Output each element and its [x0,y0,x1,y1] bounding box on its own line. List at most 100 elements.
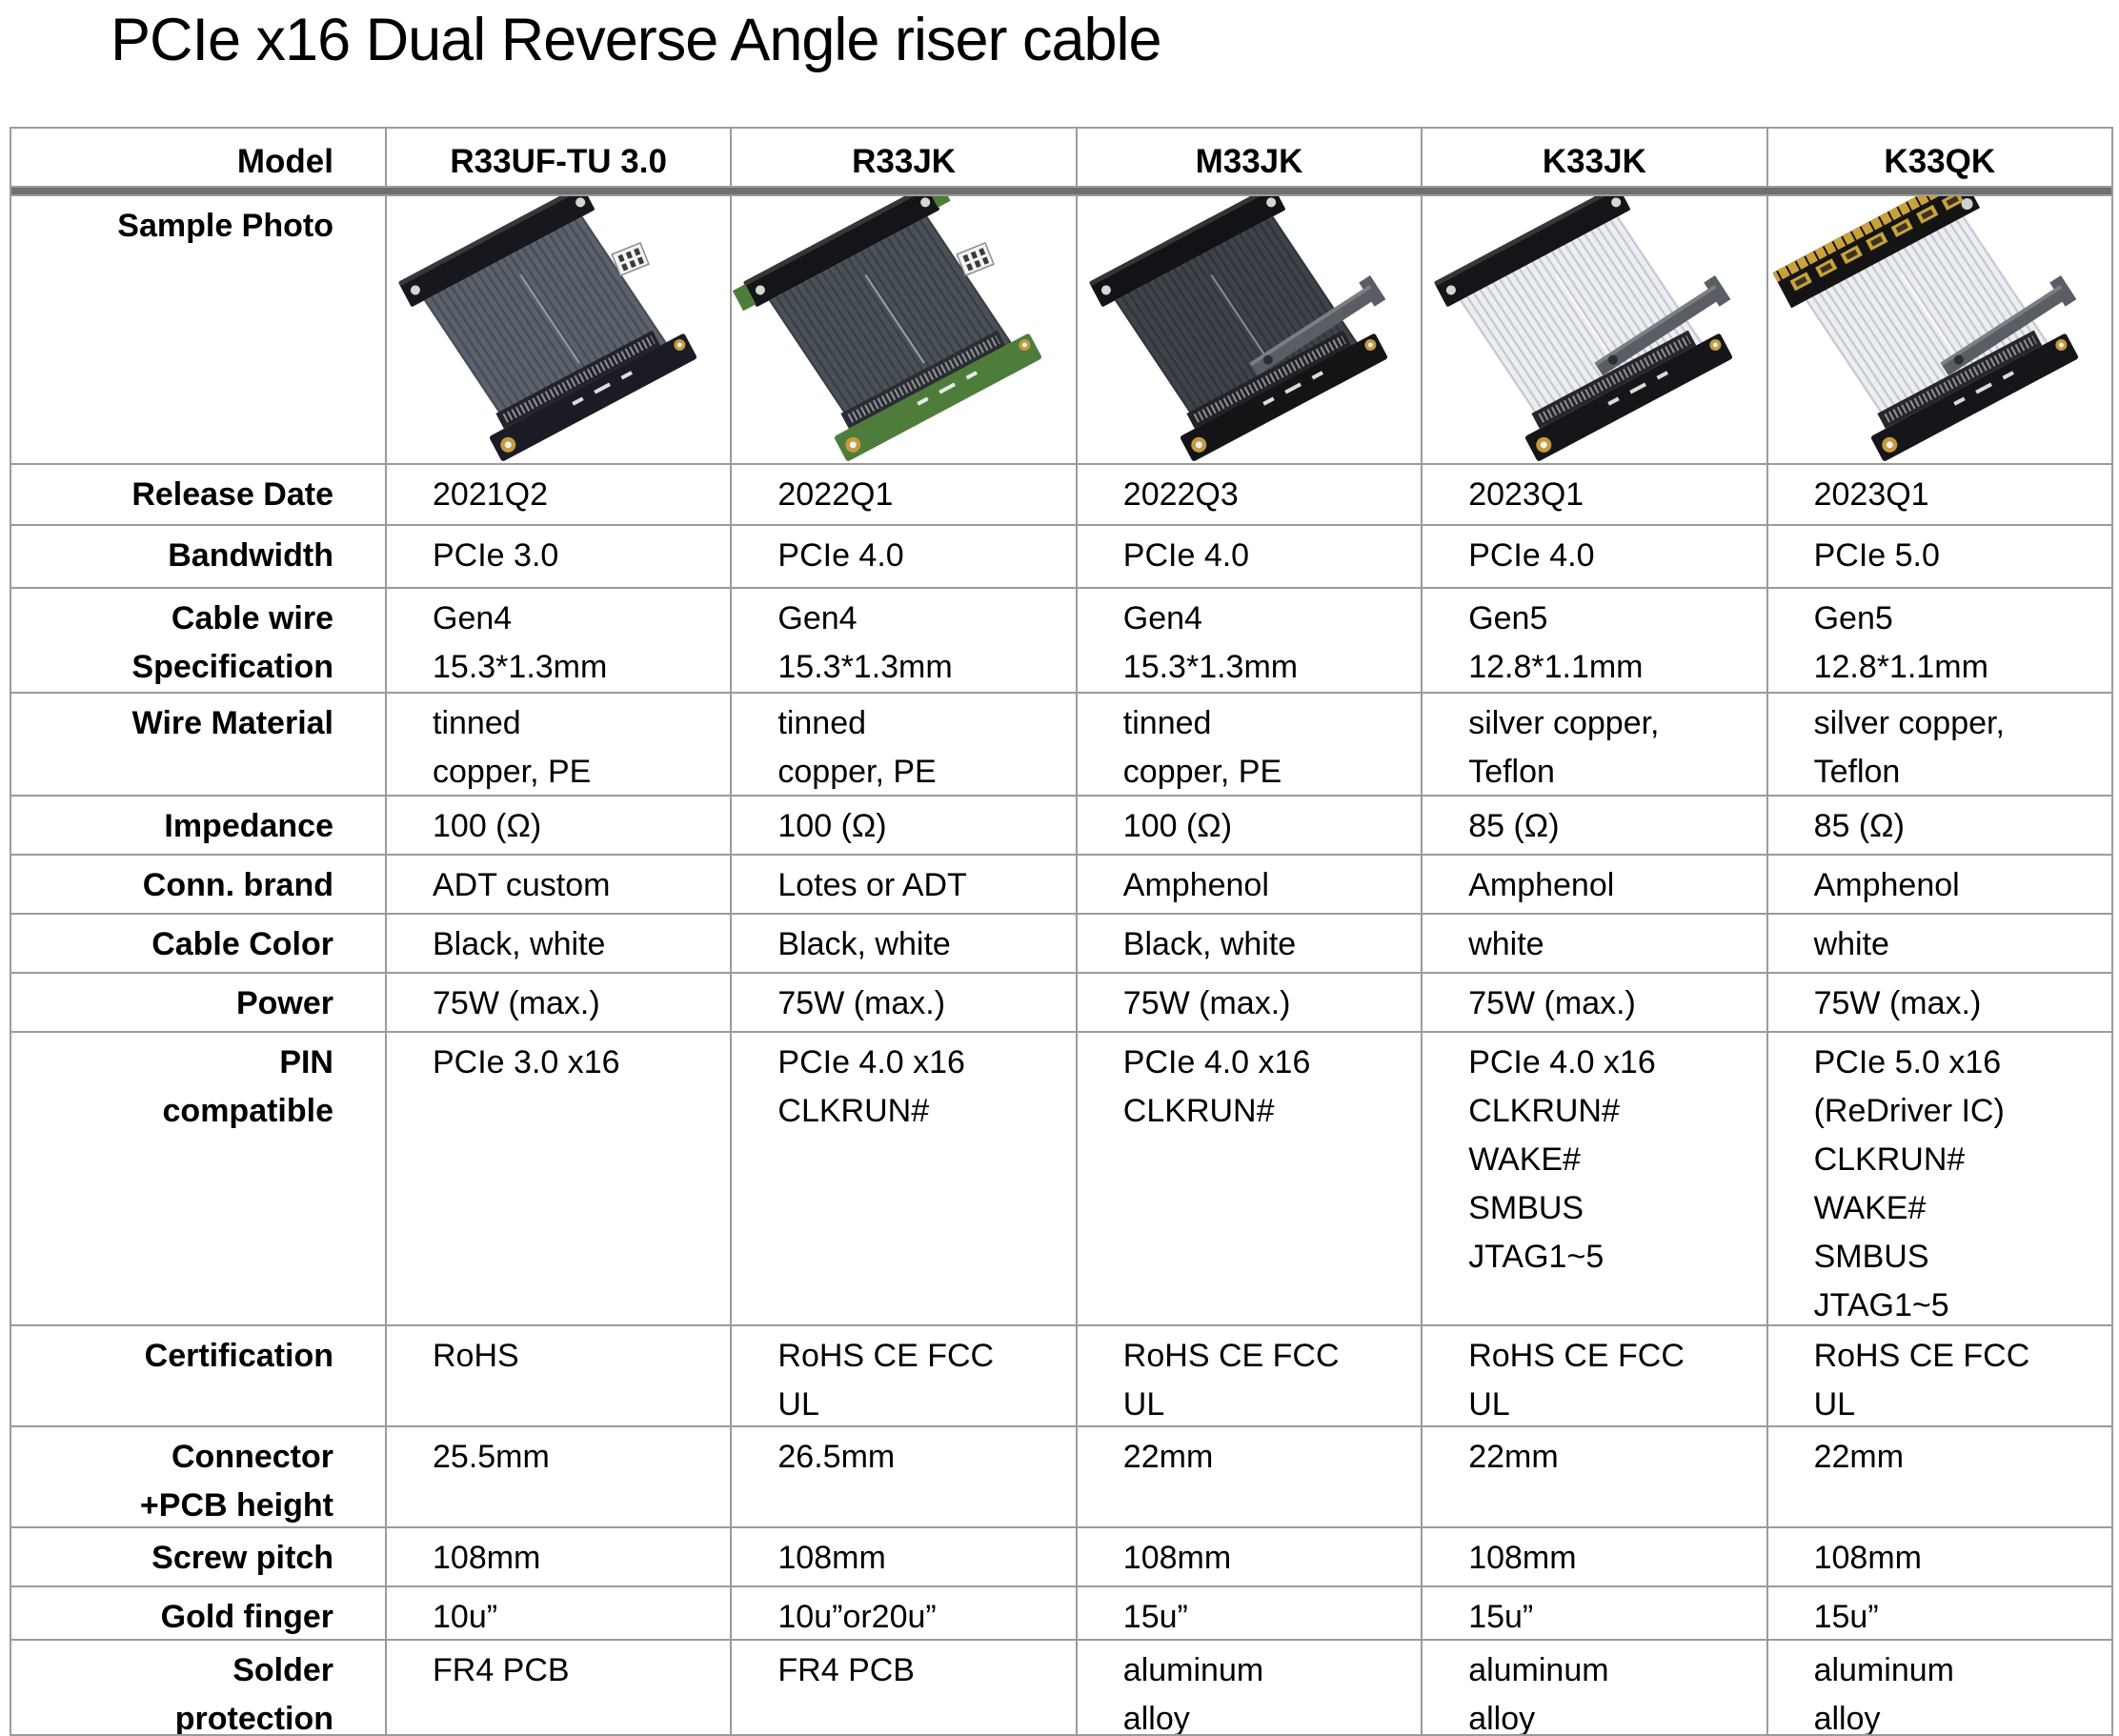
cell-release-date-3: 2023Q1 [1423,465,1766,524]
riser-cable-illustration [1768,196,2111,463]
row-label-bandwidth: Bandwidth [11,526,385,587]
cell-impedance-4: 85 (Ω) [1767,797,2111,854]
cell-screw-pitch-0: 108mm [387,1528,731,1585]
cell-wire-material-1: tinned copper, PE [732,694,1076,795]
cell-connector-pcb-height-1: 26.5mm [732,1427,1076,1526]
cell-conn-brand-2: Amphenol [1077,856,1422,913]
cell-pin-compatible-2: PCIe 4.0 x16 CLKRUN# [1077,1033,1422,1324]
cell-solder-protection-0: FR4 PCB [387,1641,731,1734]
row-label-connector-pcb-height: Connector +PCB height [11,1427,385,1526]
row-label-certification: Certification [11,1326,385,1425]
row-label-conn-brand: Conn. brand [11,856,385,913]
cell-wire-material-2: tinned copper, PE [1077,694,1422,795]
cell-wire-material-4: silver copper, Teflon [1767,694,2111,795]
cell-wire-material-3: silver copper, Teflon [1423,694,1766,795]
column-header-k33qk: K33QK [1767,129,2111,186]
cell-cable-wire-specification-0: Gen4 15.3*1.3mm [387,589,731,692]
sample-photo-k33qk [1767,196,2111,463]
row-label-screw-pitch: Screw pitch [11,1528,385,1585]
cell-screw-pitch-1: 108mm [732,1528,1076,1585]
cell-pin-compatible-0: PCIe 3.0 x16 [387,1033,731,1324]
cell-cable-wire-specification-1: Gen4 15.3*1.3mm [732,589,1076,692]
row-label-pin-compatible: PIN compatible [11,1033,385,1324]
header-model-label: Model [11,129,385,186]
cell-impedance-0: 100 (Ω) [387,797,731,854]
cell-bandwidth-0: PCIe 3.0 [387,526,731,587]
cell-bandwidth-4: PCIe 5.0 [1767,526,2111,587]
cell-connector-pcb-height-2: 22mm [1077,1427,1422,1526]
row-label-power: Power [11,974,385,1031]
cell-cable-color-3: white [1423,915,1766,972]
cell-pin-compatible-3: PCIe 4.0 x16 CLKRUN# WAKE# SMBUS JTAG1~5 [1423,1033,1766,1324]
cell-certification-2: RoHS CE FCC UL [1077,1326,1422,1425]
photo-row-label: Sample Photo [11,196,385,463]
cell-gold-finger-0: 10u” [387,1587,731,1639]
riser-cable-illustration [1423,196,1766,463]
cell-conn-brand-0: ADT custom [387,856,731,913]
cell-solder-protection-4: aluminum alloy [1767,1641,2111,1734]
riser-cable-illustration [732,196,1075,463]
cell-cable-wire-specification-3: Gen5 12.8*1.1mm [1423,589,1766,692]
cell-cable-wire-specification-4: Gen5 12.8*1.1mm [1767,589,2111,692]
row-label-wire-material: Wire Material [11,694,385,795]
cell-impedance-3: 85 (Ω) [1423,797,1766,854]
row-label-gold-finger: Gold finger [11,1587,385,1639]
cell-bandwidth-3: PCIe 4.0 [1423,526,1766,587]
cell-conn-brand-4: Amphenol [1767,856,2111,913]
cell-wire-material-0: tinned copper, PE [387,694,731,795]
cell-release-date-2: 2022Q3 [1077,465,1422,524]
cell-screw-pitch-4: 108mm [1767,1528,2111,1585]
riser-cable-illustration [1078,196,1421,463]
cell-gold-finger-4: 15u” [1767,1587,2111,1639]
sample-photo-k33jk [1423,196,1766,463]
cell-bandwidth-2: PCIe 4.0 [1077,526,1422,587]
cell-connector-pcb-height-4: 22mm [1767,1427,2111,1526]
cell-certification-4: RoHS CE FCC UL [1767,1326,2111,1425]
cell-gold-finger-1: 10u”or20u” [732,1587,1076,1639]
cell-connector-pcb-height-3: 22mm [1423,1427,1766,1526]
sample-photo-r33jk [732,196,1076,463]
row-label-cable-wire-specification: Cable wire Specification [11,589,385,692]
header-divider [11,188,2111,194]
column-header-k33jk: K33JK [1423,129,1766,186]
cell-screw-pitch-3: 108mm [1423,1528,1766,1585]
cell-cable-wire-specification-2: Gen4 15.3*1.3mm [1077,589,1422,692]
cell-conn-brand-1: Lotes or ADT [732,856,1076,913]
cell-release-date-4: 2023Q1 [1767,465,2111,524]
cell-cable-color-4: white [1767,915,2111,972]
cell-solder-protection-3: aluminum alloy [1423,1641,1766,1734]
column-header-m33jk: M33JK [1077,129,1422,186]
cell-cable-color-0: Black, white [387,915,731,972]
cell-connector-pcb-height-0: 25.5mm [387,1427,731,1526]
cell-cable-color-2: Black, white [1077,915,1422,972]
cell-impedance-1: 100 (Ω) [732,797,1076,854]
cell-power-4: 75W (max.) [1767,974,2111,1031]
column-header-r33uf-tu-3-0: R33UF-TU 3.0 [387,129,731,186]
cell-solder-protection-2: aluminum alloy [1077,1641,1422,1734]
cell-power-1: 75W (max.) [732,974,1076,1031]
page-title: PCIe x16 Dual Reverse Angle riser cable [111,7,1162,73]
cell-bandwidth-1: PCIe 4.0 [732,526,1076,587]
riser-cable-illustration [387,196,730,463]
cell-cable-color-1: Black, white [732,915,1076,972]
sample-photo-m33jk [1077,196,1422,463]
cell-release-date-0: 2021Q2 [387,465,731,524]
cell-power-2: 75W (max.) [1077,974,1422,1031]
row-label-release-date: Release Date [11,465,385,524]
cell-release-date-1: 2022Q1 [732,465,1076,524]
cell-conn-brand-3: Amphenol [1423,856,1766,913]
cell-gold-finger-3: 15u” [1423,1587,1766,1639]
cell-solder-protection-1: FR4 PCB [732,1641,1076,1734]
cell-certification-0: RoHS [387,1326,731,1425]
cell-screw-pitch-2: 108mm [1077,1528,1422,1585]
cell-gold-finger-2: 15u” [1077,1587,1422,1639]
row-label-cable-color: Cable Color [11,915,385,972]
cell-impedance-2: 100 (Ω) [1077,797,1422,854]
sample-photo-r33uf-tu-3-0 [387,196,731,463]
cell-power-0: 75W (max.) [387,974,731,1031]
cell-power-3: 75W (max.) [1423,974,1766,1031]
row-label-solder-protection: Solder protection [11,1641,385,1734]
cell-certification-1: RoHS CE FCC UL [732,1326,1076,1425]
